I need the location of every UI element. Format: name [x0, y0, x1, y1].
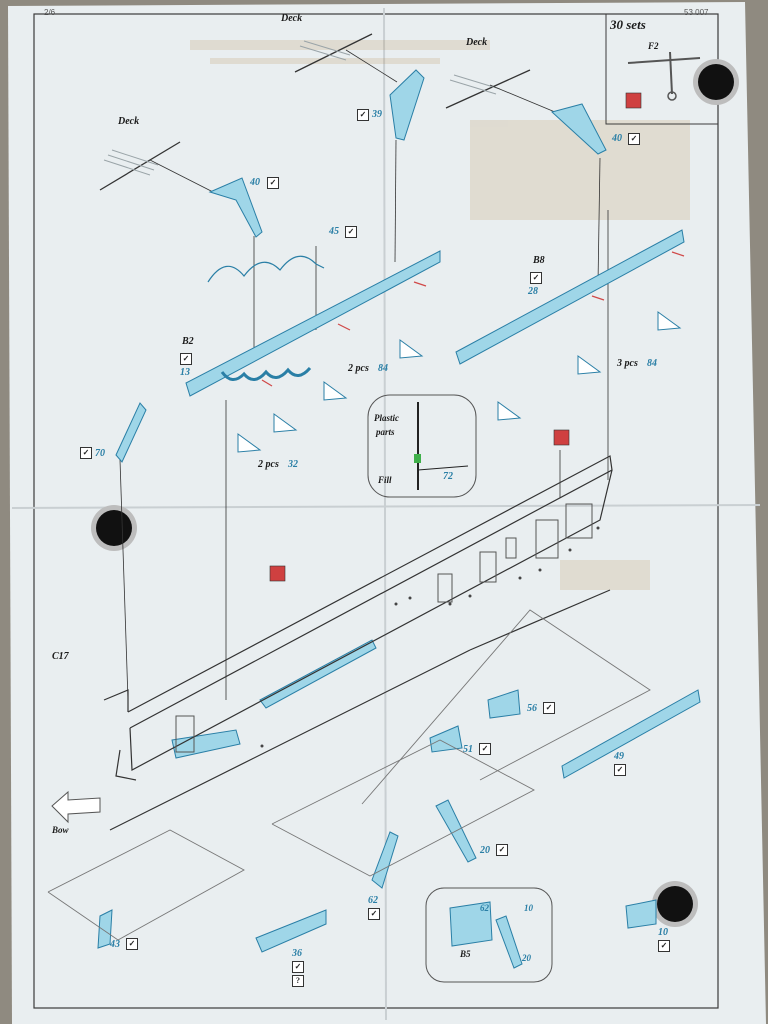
- check-36: ✓: [292, 961, 304, 973]
- part-20-inset: 20: [522, 953, 531, 963]
- ladder-40-left: [208, 177, 263, 238]
- part-32: 32: [288, 459, 298, 470]
- red-markers-railing: [261, 251, 685, 387]
- ladder-70: [115, 402, 147, 463]
- ladder-39: [389, 69, 425, 141]
- brackets: [237, 311, 682, 453]
- sets-label: 30 sets: [610, 17, 646, 32]
- bow-label: Bow: [52, 825, 69, 835]
- etched-parts: [97, 69, 701, 953]
- check-62: ✓: [368, 908, 380, 920]
- part-45: 45: [329, 226, 339, 237]
- sets-inset-box: [605, 14, 718, 125]
- part-43: 43: [110, 939, 120, 950]
- pcs-label-84a: 2 pcs: [348, 363, 369, 374]
- product-code: 53 007: [684, 8, 709, 17]
- part-84b: 84: [647, 358, 657, 369]
- fold-line-horizontal: [11, 504, 761, 509]
- c17-label: C17: [52, 651, 69, 662]
- cable-45: [207, 255, 325, 283]
- plastic-parts-inset: [367, 394, 477, 498]
- plastic-label: Plastic: [374, 413, 399, 423]
- hull-blue-strip-2: [259, 639, 377, 709]
- check-39: ✓: [357, 109, 369, 121]
- fill-label: Fill: [378, 475, 392, 485]
- deck-plan-outlines: [47, 609, 651, 941]
- part-51: [429, 725, 463, 753]
- part-13: 13: [180, 367, 190, 378]
- part-10: [625, 899, 657, 929]
- railing-13: [185, 250, 441, 397]
- hull-blue-strip: [171, 729, 241, 759]
- part-36: 36: [292, 948, 302, 959]
- check-40-right: ✓: [628, 133, 640, 145]
- check-43: ✓: [126, 938, 138, 950]
- pcs-label-84b: 3 pcs: [617, 358, 638, 369]
- question-36: ?: [292, 975, 304, 987]
- part-62-inset: 62: [480, 903, 489, 913]
- part-20: 20: [480, 845, 490, 856]
- hull-outline: [103, 455, 613, 831]
- part-70: 70: [95, 448, 105, 459]
- part-84a: 84: [378, 363, 388, 374]
- magnet-bottom-right: [652, 881, 698, 927]
- part-40-right: 40: [612, 133, 622, 144]
- check-49: ✓: [614, 764, 626, 776]
- parts-label: parts: [376, 427, 395, 437]
- part-72: 72: [443, 471, 453, 482]
- deck-label-1: Deck: [118, 116, 140, 127]
- deck-label-2: Deck: [281, 13, 303, 24]
- check-10: ✓: [658, 940, 670, 952]
- part-43: [97, 909, 113, 949]
- check-70: ✓: [80, 447, 92, 459]
- ladder-40-right: [550, 103, 607, 155]
- check-56: ✓: [543, 702, 555, 714]
- magnet-top-right: [693, 59, 739, 105]
- pcs-label-32: 2 pcs: [258, 459, 279, 470]
- hull-doors: [175, 503, 593, 753]
- page-frame: [33, 13, 719, 1009]
- part-56: [487, 689, 521, 719]
- ladder-62: [371, 831, 399, 889]
- deck-edges: [99, 33, 531, 191]
- railing-28: [455, 229, 685, 365]
- part-40-left: 40: [250, 177, 260, 188]
- bow-arrow: [51, 790, 101, 824]
- part-49: 49: [614, 751, 624, 762]
- part-51: 51: [463, 744, 473, 755]
- part-10: 10: [658, 927, 668, 938]
- fill-marker: [414, 454, 421, 463]
- railing-49: [561, 689, 701, 779]
- part-62: 62: [368, 895, 378, 906]
- check-45: ✓: [345, 226, 357, 238]
- b2-label: B2: [182, 336, 194, 347]
- rail-36: [255, 909, 327, 953]
- page-number: 2/6: [44, 8, 56, 17]
- b8-label: B8: [533, 255, 545, 266]
- check-20: ✓: [496, 844, 508, 856]
- part-56: 56: [527, 703, 537, 714]
- magnet-mid-left: [91, 505, 137, 551]
- deck-hatching: [103, 40, 501, 176]
- check-13: ✓: [180, 353, 192, 365]
- f2-label: F2: [648, 41, 659, 51]
- part-28: 28: [528, 286, 538, 297]
- b5-inset: [425, 887, 553, 983]
- f2-part-sprue: [627, 57, 701, 64]
- deck-label-3: Deck: [466, 37, 488, 48]
- check-40-left: ✓: [267, 177, 279, 189]
- cable-fitted: [220, 366, 312, 381]
- paint-markers: [269, 92, 642, 582]
- part-10-inset: 10: [524, 903, 533, 913]
- part-39: 39: [372, 109, 382, 120]
- hull-portholes: [260, 526, 600, 748]
- b5-label: B5: [460, 949, 471, 959]
- check-51: ✓: [479, 743, 491, 755]
- check-28: ✓: [530, 272, 542, 284]
